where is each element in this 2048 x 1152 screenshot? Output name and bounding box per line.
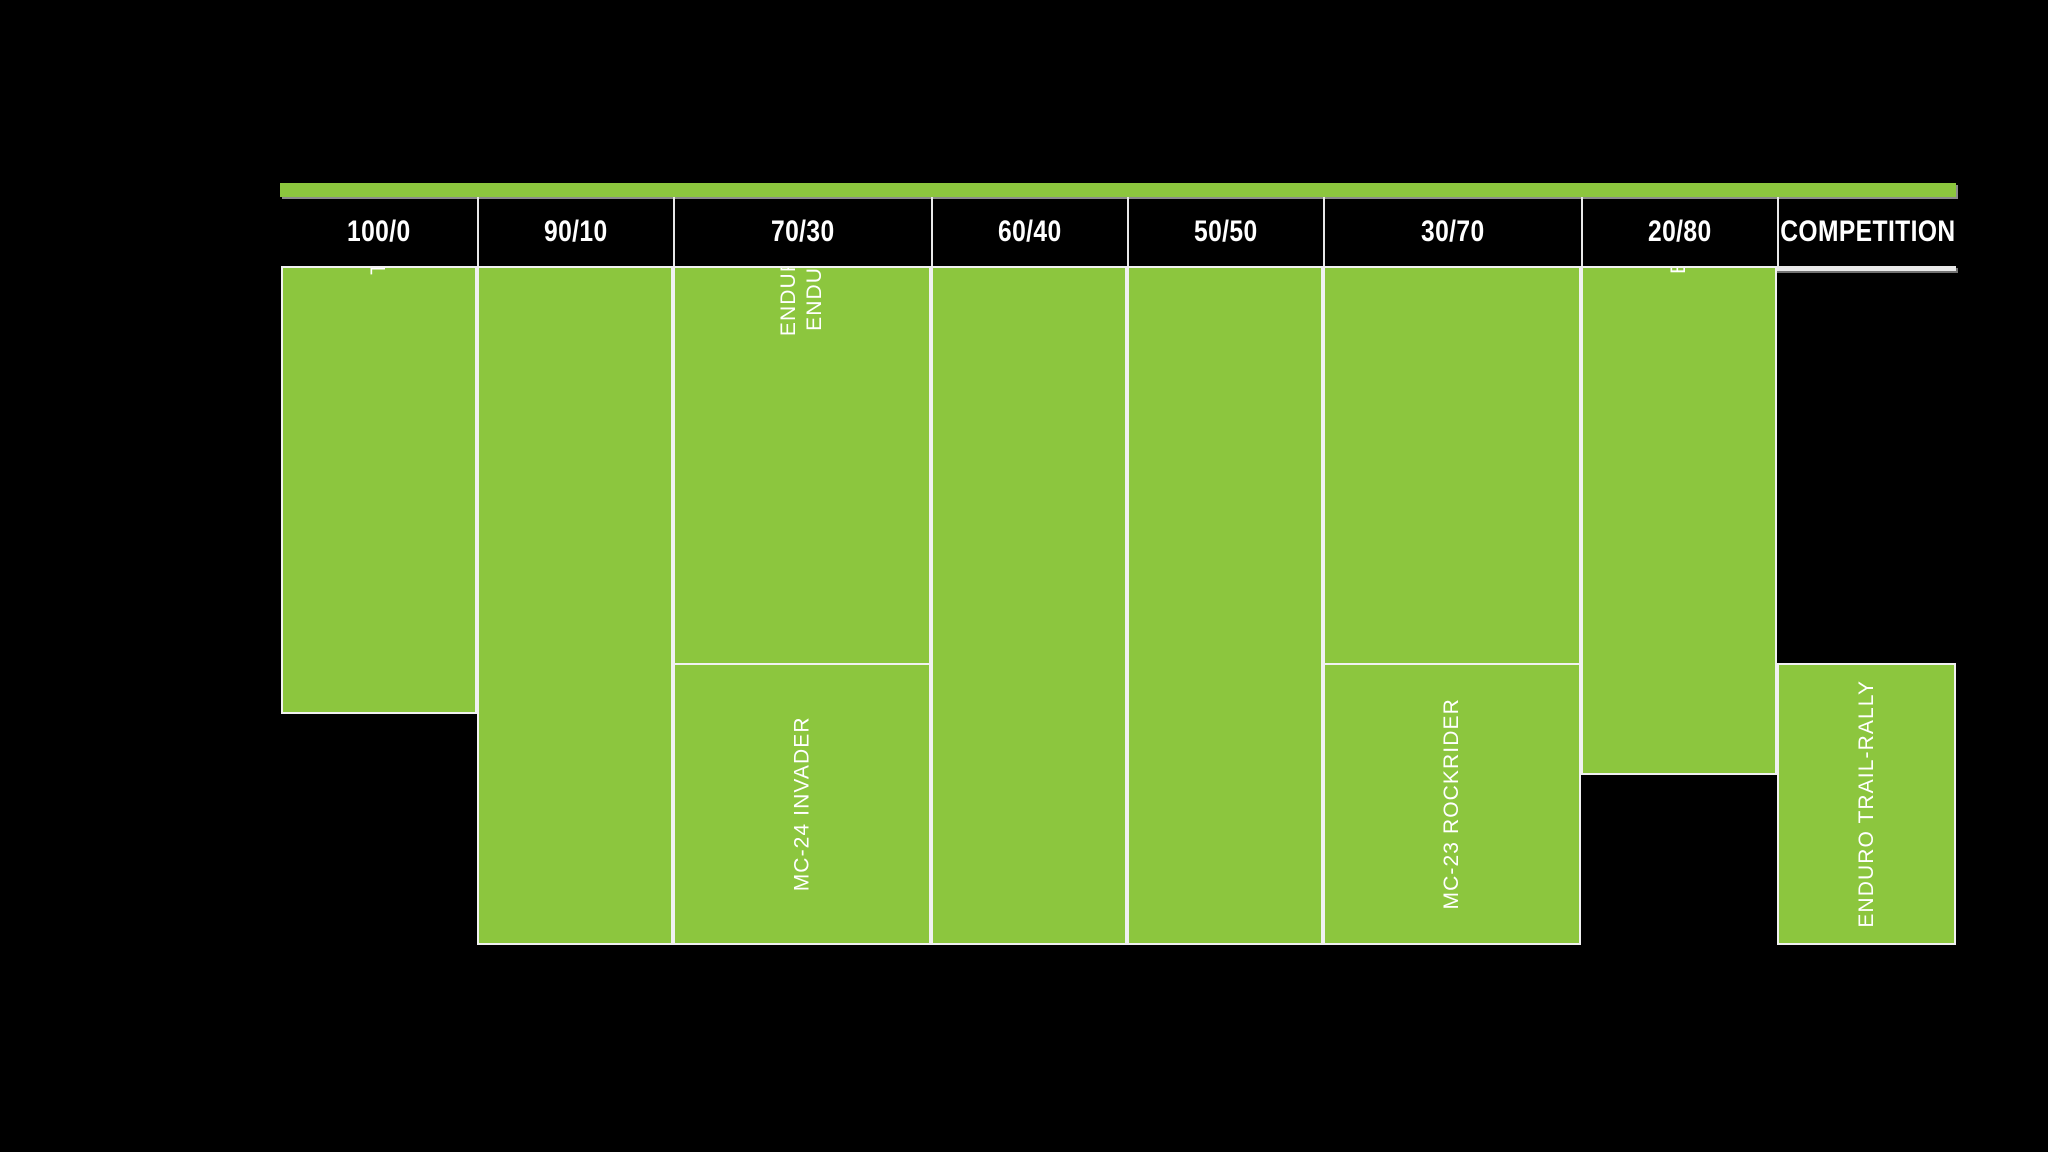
bar-enduro-trail[interactable]: ENDURO TRAIL — [1127, 266, 1323, 945]
bar-enduro-trail-plus[interactable]: ENDURO TRAIL+ — [931, 266, 1127, 945]
header-label: COMPETITION — [1779, 214, 1956, 248]
bar-label: TOURING FORCE — [366, 268, 392, 275]
bar-label: ENDURO TRAIL-RALLY — [1854, 680, 1878, 928]
bar-label-group: ENDURO TRAIL-ADV 2ENDURO TRAIL-ADV* — [776, 268, 828, 336]
header-label: 20/80 — [1648, 214, 1712, 248]
bar-label-group: TOURING FORCE — [366, 268, 392, 275]
bar-label-group: MC-24 INVADER — [789, 717, 815, 892]
header-label: 60/40 — [998, 214, 1062, 248]
bar-label-group: MC-23 ROCKRIDER — [1439, 698, 1465, 909]
top-accent-rule — [280, 183, 1956, 197]
header-cell-100-0[interactable]: 100/0 — [281, 197, 477, 266]
header-cell-70-30[interactable]: 70/30 — [673, 197, 931, 266]
bar-enduro-trail-xt-plus[interactable]: ENDURO TRAIL-XT+ — [1581, 266, 1777, 775]
header-cell-60-40[interactable]: 60/40 — [931, 197, 1127, 266]
header-label: 70/30 — [771, 214, 835, 248]
category-header-row: 100/0 90/10 70/30 60/40 50/50 30/70 20/80 COMPE… — [281, 197, 1956, 266]
bar-label: ENDURO TRAIL-ADV 2 — [776, 268, 802, 336]
bar-mc-24-invader[interactable]: MC-24 INVADER — [673, 663, 931, 945]
header-label: 30/70 — [1421, 214, 1485, 248]
header-label: 100/0 — [347, 214, 411, 248]
bar-label: MC-23 ROCKRIDER — [1440, 698, 1464, 910]
header-cell-competition[interactable]: COMPETITION — [1777, 197, 1956, 266]
header-cell-50-50[interactable]: 50/50 — [1127, 197, 1323, 266]
header-label: 90/10 — [544, 214, 608, 248]
header-label: 50/50 — [1194, 214, 1258, 248]
bar-label: MC-24 INVADER — [790, 716, 814, 892]
bar-label: ENDURO TRAIL-XT+ — [1666, 268, 1692, 274]
header-cell-90-10[interactable]: 90/10 — [477, 197, 673, 266]
bar-touring-force[interactable]: TOURING FORCE — [281, 266, 477, 714]
bar-mc-23-rockrider[interactable]: MC-23 ROCKRIDER — [1323, 663, 1581, 945]
bar-label: ENDURO TRAIL-ADV* — [802, 268, 828, 331]
bar-label-group: ENDURO TRAIL-XT+ — [1666, 268, 1692, 274]
bar-enduro-trail-rally[interactable]: ENDURO TRAIL-RALLY — [1777, 663, 1956, 945]
bar-label-group: ENDURO TRAIL-RALLY — [1854, 680, 1880, 928]
bar-enduro-trail-adv[interactable]: ENDURO TRAIL-ADV 2ENDURO TRAIL-ADV* — [673, 266, 931, 724]
header-cell-20-80[interactable]: 20/80 — [1581, 197, 1777, 266]
header-cell-30-70[interactable]: 30/70 — [1323, 197, 1581, 266]
